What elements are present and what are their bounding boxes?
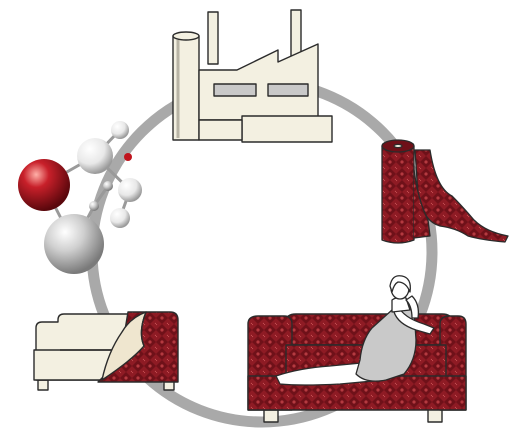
- woman-figure: [275, 275, 435, 386]
- molecule-atom: [124, 153, 132, 161]
- molecule-atom: [118, 178, 142, 202]
- fabric-roll-icon: [381, 139, 509, 244]
- molecule-atom: [111, 121, 129, 139]
- armchair-icon: [33, 311, 179, 391]
- molecule-atom: [110, 208, 130, 228]
- molecule-atom: [44, 214, 104, 274]
- molecule-atom: [18, 159, 70, 211]
- molecule-atom: [89, 201, 99, 211]
- molecule-icon: [18, 121, 142, 274]
- molecule-atom: [103, 181, 113, 191]
- factory-icon: [172, 9, 333, 143]
- molecule-atom: [77, 138, 113, 174]
